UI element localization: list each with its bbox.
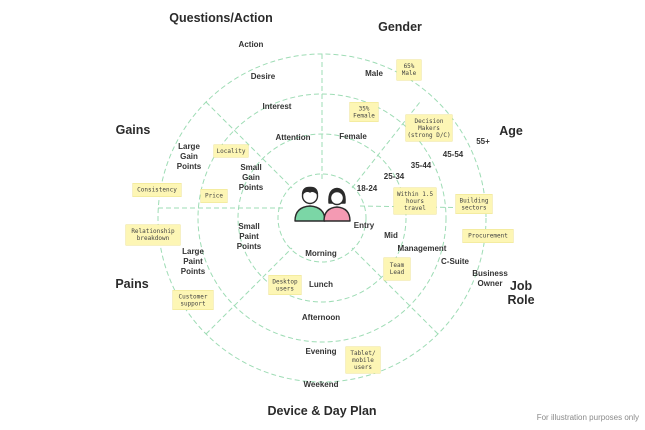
label-large-gain-points: Large Gain Points	[176, 142, 202, 171]
label-management: Management	[397, 244, 447, 253]
label-business-owner: Business Owner	[472, 269, 508, 288]
note-desktop-users: Desktop users	[269, 275, 301, 295]
label-male: Male	[365, 69, 383, 78]
note-decision-makers: Decision Makers (strong D/C)	[406, 115, 452, 141]
section-age: Age	[499, 124, 523, 138]
note-relationship-breakdown: Relationship breakdown	[126, 225, 180, 245]
sector-dividers	[158, 54, 487, 335]
label-interest: Interest	[262, 102, 292, 111]
note-price: Price	[201, 189, 227, 203]
label-small-gain-points: Small Gain Points	[238, 163, 264, 192]
label-morning: Morning	[305, 249, 337, 258]
label-lunch: Lunch	[309, 280, 333, 289]
persona-icons	[294, 186, 351, 222]
label-attention: Attention	[275, 133, 311, 142]
section-job-role: Job Role	[507, 279, 535, 307]
label-entry: Entry	[353, 221, 375, 230]
label-age-45-54: 45-54	[442, 150, 464, 159]
label-large-paint-points: Large Paint Points	[180, 247, 206, 276]
label-desire: Desire	[250, 72, 276, 81]
label-small-paint-points: Small Paint Points	[236, 222, 262, 251]
label-female: Female	[339, 132, 367, 141]
label-weekend: Weekend	[303, 380, 339, 389]
note-locality: Locality	[214, 145, 248, 157]
ring-1	[277, 173, 367, 263]
label-age-55-plus: 55+	[476, 137, 490, 146]
footer-disclaimer: For illustration purposes only	[536, 413, 639, 422]
note-customer-support: Customer support	[173, 290, 213, 310]
note-65-male: 65% Male	[397, 60, 421, 80]
label-age-18-24: 18-24	[356, 184, 378, 193]
note-procurement: Procurement	[463, 229, 513, 243]
label-mid: Mid	[384, 231, 398, 240]
label-action: Action	[238, 40, 264, 49]
label-age-25-34: 25-34	[383, 172, 405, 181]
divider-lower-right	[351, 247, 439, 335]
label-c-suite: C-Suite	[441, 257, 469, 266]
label-age-35-44: 35-44	[410, 161, 432, 170]
divider-lower-left	[205, 247, 293, 335]
section-gains: Gains	[115, 123, 151, 137]
label-evening: Evening	[305, 347, 337, 356]
section-gender: Gender	[378, 20, 422, 34]
note-35-female: 35% Female	[350, 102, 378, 122]
note-tablet-mobile-users: Tablet/ mobile users	[346, 347, 380, 373]
divider-upper-left	[205, 101, 293, 189]
section-questions-action: Questions/Action	[169, 11, 273, 25]
female-person-icon	[323, 187, 351, 222]
male-person-icon	[294, 186, 326, 222]
section-device-day-plan: Device & Day Plan	[267, 404, 377, 418]
note-consistency: Consistency	[133, 183, 181, 197]
label-afternoon: Afternoon	[301, 313, 341, 322]
note-building-sectors: Building sectors	[456, 194, 492, 214]
section-pains: Pains	[115, 277, 149, 291]
note-team-lead: Team Lead	[384, 258, 410, 280]
note-within-travel: Within 1.5 hours travel	[394, 188, 436, 214]
